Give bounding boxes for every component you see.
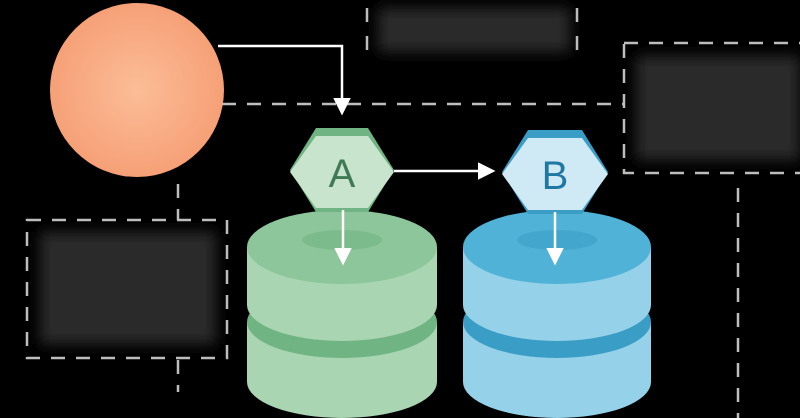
placeholder-top-right bbox=[622, 41, 800, 175]
database-a bbox=[247, 210, 437, 418]
placeholder-top-center bbox=[365, 8, 579, 52]
dashed-guides bbox=[176, 102, 740, 418]
source-circle bbox=[50, 3, 224, 177]
node-a-label: A bbox=[329, 152, 356, 196]
node-b-hexagon: B bbox=[502, 130, 608, 214]
database-b bbox=[463, 210, 651, 418]
edge-source-to-a bbox=[218, 44, 351, 116]
node-a-hexagon: A bbox=[290, 128, 394, 212]
node-b-label: B bbox=[542, 154, 569, 198]
placeholder-left bbox=[25, 218, 229, 360]
